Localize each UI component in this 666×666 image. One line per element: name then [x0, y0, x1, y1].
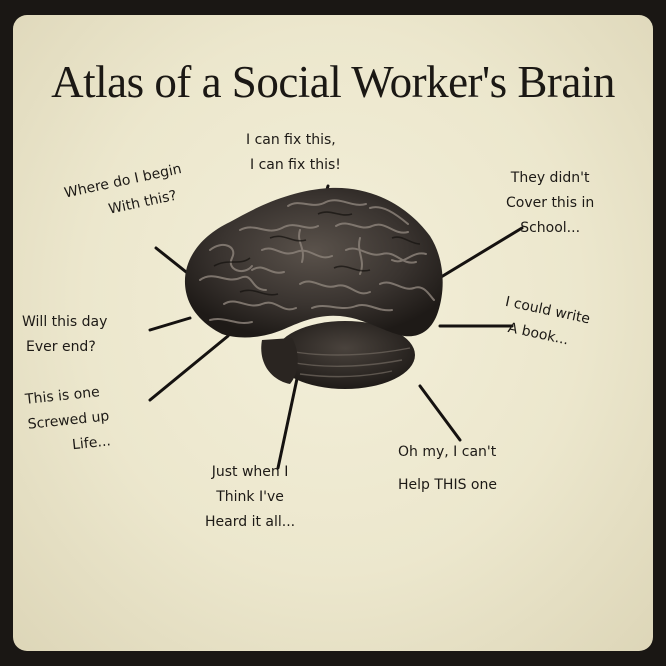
- brain-illustration: [184, 187, 443, 389]
- label-heard: Just when I Think I've Heard it all...: [205, 460, 295, 535]
- label-day: Will this day Ever end?: [22, 310, 107, 360]
- label-line: I can fix this,: [246, 132, 336, 148]
- brain-stem: [261, 338, 298, 384]
- label-line: I can fix this!: [250, 157, 341, 173]
- label-line: Heard it all...: [205, 514, 296, 530]
- label-line: Life...: [71, 433, 112, 454]
- label-line: They didn't: [510, 170, 590, 186]
- line-day: [148, 316, 192, 332]
- label-line: Will this day: [22, 314, 108, 330]
- line-help: [418, 384, 462, 442]
- label-line: Oh my, I can't: [398, 444, 497, 460]
- label-line: Help THIS one: [398, 477, 497, 493]
- label-line: School...: [520, 220, 581, 236]
- line-screwed: [148, 334, 230, 402]
- line-heard: [276, 372, 300, 470]
- label-fix: I can fix this, I can fix this!: [246, 128, 341, 178]
- label-line: Ever end?: [26, 339, 96, 355]
- label-help: Oh my, I can't Help THIS one: [398, 440, 497, 498]
- label-line: Think I've: [216, 489, 284, 505]
- label-line: Cover this in: [506, 195, 595, 211]
- label-school: They didn't Cover this in School...: [506, 166, 594, 241]
- poster-title: Atlas of a Social Worker's Brain: [51, 57, 615, 107]
- label-line: Just when I: [211, 464, 289, 480]
- label-screwed: This is one Screwed up Life...: [24, 379, 113, 462]
